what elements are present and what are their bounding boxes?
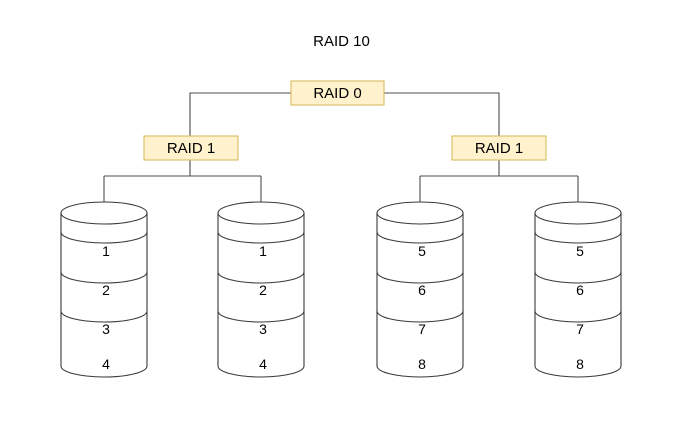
disk-4-divider-1 xyxy=(534,231,622,244)
disk-2-segment-label: 4 xyxy=(259,356,267,372)
disk-1-top xyxy=(60,201,148,225)
connector-raid0-to-raid1-right xyxy=(384,92,500,136)
disk-2-segment-label: 2 xyxy=(259,282,267,298)
connector-raid0-to-raid1-left xyxy=(189,92,291,136)
disk-4-segment-label: 6 xyxy=(576,282,584,298)
disk-3-top xyxy=(376,201,464,225)
disk-1-divider-1 xyxy=(60,231,148,244)
node-raid1-right-label: RAID 1 xyxy=(475,140,523,157)
disk-4-segment-label: 7 xyxy=(576,321,584,337)
disk-1[interactable]: 1 2 3 4 xyxy=(60,201,148,378)
disk-2-segment-label: 3 xyxy=(259,321,267,337)
disk-4-divider-2 xyxy=(534,271,622,284)
disk-2-divider-1 xyxy=(217,231,305,244)
disk-3-divider-1 xyxy=(376,231,464,244)
disk-3-segment-label: 5 xyxy=(418,243,426,259)
disk-4-segment-label: 5 xyxy=(576,243,584,259)
node-raid1-left[interactable]: RAID 1 xyxy=(143,135,239,161)
disk-2-divider-2 xyxy=(217,271,305,284)
disk-1-divider-3 xyxy=(60,310,148,323)
disk-1-segment-label: 4 xyxy=(102,356,110,372)
disk-3-segment-label: 6 xyxy=(418,282,426,298)
disk-3-segment-label: 8 xyxy=(418,356,426,372)
disk-3-body xyxy=(376,212,464,378)
disk-4-segment-label: 8 xyxy=(576,356,584,372)
disk-2-divider-3 xyxy=(217,310,305,323)
disk-4[interactable]: 5 6 7 8 xyxy=(534,201,622,378)
disk-2[interactable]: 1 2 3 4 xyxy=(217,201,305,378)
disk-1-segment-label: 2 xyxy=(102,282,110,298)
disk-2-top xyxy=(217,201,305,225)
disk-3[interactable]: 5 6 7 8 xyxy=(376,201,464,378)
disk-3-divider-3 xyxy=(376,310,464,323)
disk-1-divider-2 xyxy=(60,271,148,284)
disk-1-body xyxy=(60,212,148,378)
disk-3-segment-label: 7 xyxy=(418,321,426,337)
disk-2-body xyxy=(217,212,305,378)
page-title: RAID 10 xyxy=(313,33,370,50)
connector-group-raid0 xyxy=(189,92,500,136)
node-raid1-left-box xyxy=(143,135,239,161)
disk-3-divider-2 xyxy=(376,271,464,284)
disk-4-top xyxy=(534,201,622,225)
node-raid0-box xyxy=(290,80,385,106)
disk-4-divider-3 xyxy=(534,310,622,323)
disk-2-segment-label: 1 xyxy=(259,243,267,259)
node-raid0-label: RAID 0 xyxy=(313,85,361,102)
disk-1-segment-label: 1 xyxy=(102,243,110,259)
node-raid1-right-box xyxy=(451,135,547,161)
disk-1-segment-label: 3 xyxy=(102,321,110,337)
node-raid1-left-label: RAID 1 xyxy=(167,140,215,157)
node-raid0[interactable]: RAID 0 xyxy=(290,80,385,106)
disk-4-body xyxy=(534,212,622,378)
node-raid1-right[interactable]: RAID 1 xyxy=(451,135,547,161)
